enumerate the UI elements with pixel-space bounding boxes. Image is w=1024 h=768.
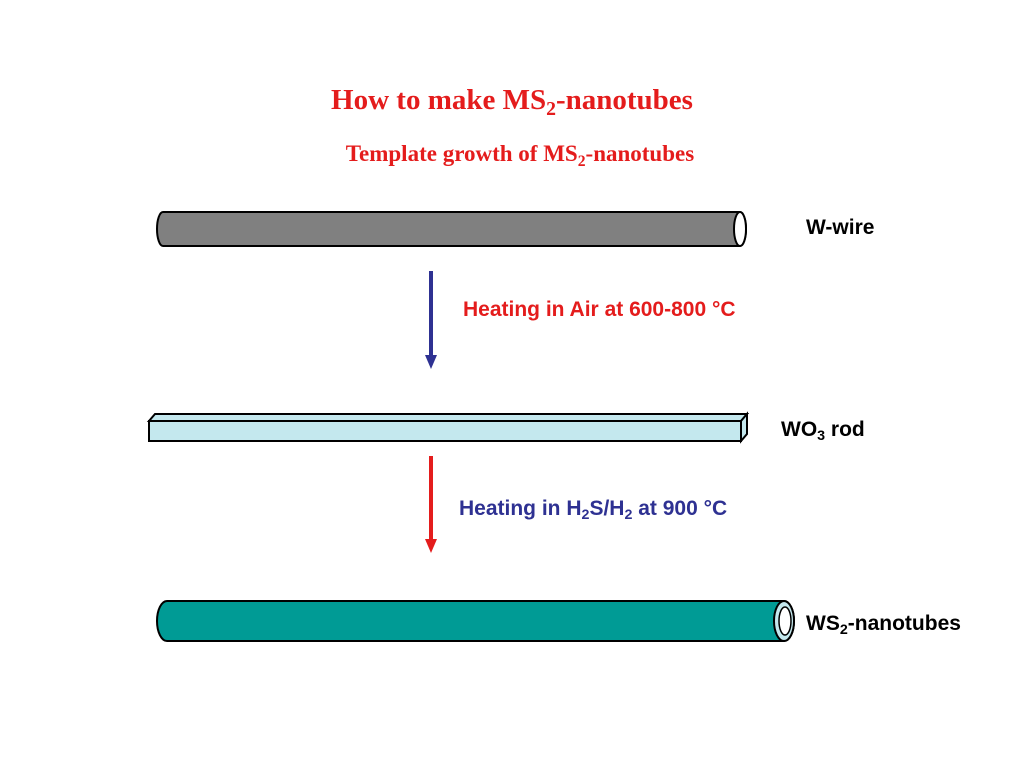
- wo3-suffix: rod: [825, 418, 865, 441]
- wo3-rod-label: WO3 rod: [781, 418, 865, 445]
- page-title: How to make MS2-nanotubes: [0, 84, 1024, 120]
- heating-h2s-suffix: at 900 °C: [632, 497, 728, 520]
- heating-air-label: Heating in Air at 600-800 °C: [463, 298, 736, 322]
- subtitle-suffix: -nanotubes: [585, 141, 695, 166]
- heating-air-arrow: [425, 271, 437, 369]
- heating-h2s-prefix: Heating in H: [459, 497, 582, 520]
- page-subtitle: Template growth of MS2-nanotubes: [0, 141, 1024, 170]
- ws2-suffix: -nanotubes: [847, 612, 961, 635]
- title-prefix: How to make MS: [331, 84, 547, 116]
- w-wire-cylinder: [156, 211, 747, 247]
- heating-h2s-label: Heating in H2S/H2 at 900 °C: [459, 497, 728, 524]
- title-suffix: -nanotubes: [555, 84, 693, 116]
- heating-h2s-subscript-1: 2: [581, 507, 590, 524]
- ws2-prefix: WS: [806, 612, 840, 635]
- ws2-subscript: 2: [839, 622, 848, 639]
- heating-air-text: Heating in Air at 600-800 °C: [463, 298, 736, 321]
- heating-h2s-arrow: [425, 456, 437, 553]
- subtitle-prefix: Template growth of MS: [345, 141, 578, 166]
- title-subscript: 2: [546, 97, 556, 120]
- w-wire-text: W-wire: [806, 216, 875, 239]
- wo3-rod-bar: [146, 411, 750, 444]
- wo3-subscript: 3: [817, 428, 826, 445]
- wo3-prefix: WO: [781, 418, 818, 441]
- heating-h2s-subscript-2: 2: [624, 507, 633, 524]
- heating-h2s-mid: S/H: [589, 497, 625, 520]
- ws2-nanotube-cylinder: [156, 600, 795, 642]
- ws2-nanotubes-label: WS2-nanotubes: [806, 612, 961, 639]
- subtitle-subscript: 2: [577, 152, 586, 170]
- w-wire-label: W-wire: [806, 216, 874, 240]
